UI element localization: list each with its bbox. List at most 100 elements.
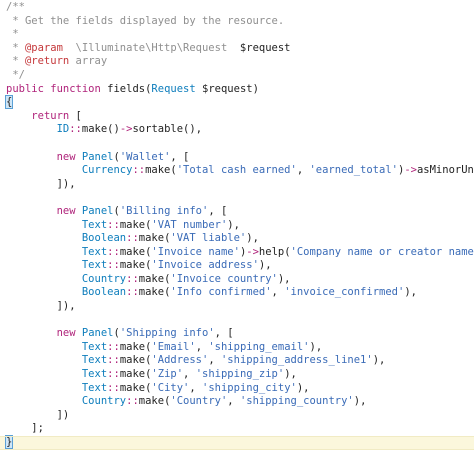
code-line[interactable]: ]; — [0, 422, 474, 436]
code-line[interactable]: ​ — [0, 314, 474, 328]
code-line[interactable]: ​ — [0, 191, 474, 205]
code-token-class: Currency — [81, 164, 133, 177]
code-token-text: ) — [397, 164, 405, 177]
code-line[interactable]: { — [0, 95, 474, 110]
code-line[interactable]: ID::make()->sortable(), — [0, 123, 474, 137]
code-line[interactable]: Text::make('VAT number'), — [0, 219, 474, 233]
code-token-keyword: :: — [126, 232, 139, 245]
code-token-text: ]; — [6, 422, 44, 435]
code-token-tag: @param — [24, 41, 63, 54]
code-token-keyword: :: — [126, 395, 139, 408]
code-token-class: ID — [56, 123, 70, 136]
code-line[interactable]: ]) — [0, 409, 474, 423]
code-line[interactable]: * @return array — [0, 55, 474, 69]
code-token-tag: @return — [24, 55, 70, 68]
code-token-class: Country — [81, 272, 127, 285]
code-token-class: Text — [81, 381, 108, 394]
code-line-current[interactable]: } — [0, 435, 474, 450]
code-token-comment: * — [6, 55, 25, 68]
code-token-text: fields( — [107, 82, 152, 95]
code-line[interactable]: Text::make('Address', 'shipping_address_… — [0, 354, 474, 368]
code-token-text: make( — [138, 395, 171, 408]
code-line[interactable]: * @param \Illuminate\Http\Request $reque… — [0, 42, 474, 56]
code-token-keyword: :: — [107, 259, 120, 272]
code-line[interactable]: */ — [0, 69, 474, 83]
code-line[interactable]: Country::make('Invoice country'), — [0, 273, 474, 287]
code-token-text — [6, 205, 57, 217]
code-token-text: make( — [119, 259, 152, 272]
code-token-text: ), — [296, 381, 310, 394]
code-line[interactable]: new Panel('Wallet', [ — [0, 151, 474, 165]
code-line[interactable]: Text::make('City', 'shipping_city'), — [0, 382, 474, 396]
code-token-text — [6, 286, 82, 298]
code-line[interactable]: Text::make('Invoice name')->help('Compan… — [0, 246, 474, 260]
code-token-string: 'Total cash earned' — [176, 164, 297, 177]
code-line[interactable]: ​ — [0, 137, 474, 151]
code-token-keyword: -> — [119, 123, 133, 136]
code-token-keyword: :: — [132, 164, 146, 177]
code-token-text: help( — [258, 245, 291, 258]
matched-brace: } — [4, 435, 14, 449]
code-line[interactable]: * Get the fields displayed by the resour… — [0, 15, 474, 29]
code-token-comment: /** — [6, 1, 25, 13]
code-token-string: 'earned_total' — [309, 164, 398, 177]
code-token-keyword: return — [31, 109, 70, 122]
code-token-class: Panel — [81, 327, 114, 340]
code-line[interactable]: Boolean::make('Info confirmed', 'invoice… — [0, 286, 474, 300]
code-token-comment: array — [69, 55, 108, 68]
code-line[interactable]: /** — [0, 1, 474, 15]
code-token-comment: \Illuminate\Http\Request — [62, 41, 240, 54]
code-line[interactable]: Text::make('Invoice address'), — [0, 259, 474, 273]
code-line[interactable]: return [ — [0, 110, 474, 124]
code-token-keyword: public function — [6, 82, 108, 95]
code-line[interactable]: new Panel('Billing info', [ — [0, 205, 474, 219]
code-token-keyword: :: — [107, 381, 120, 394]
code-token-class: Text — [81, 245, 108, 258]
code-line[interactable]: * — [0, 28, 474, 42]
code-line[interactable]: ]), — [0, 300, 474, 314]
code-token-text — [6, 123, 57, 135]
code-token-keyword: :: — [69, 123, 82, 136]
code-token-text: , [ — [170, 150, 190, 163]
code-token-text: ), — [277, 272, 291, 285]
code-token-text: ), — [284, 368, 297, 381]
code-token-text: ), — [404, 286, 417, 299]
code-token-text: ]), — [6, 300, 76, 313]
code-token-text: ), — [246, 232, 259, 245]
code-token-text: , [ — [208, 204, 228, 217]
code-token-text: make( — [119, 245, 152, 258]
code-token-string: 'Zip' — [151, 368, 184, 381]
code-line[interactable]: new Panel('Shipping info', [ — [0, 327, 474, 341]
code-token-text: , — [195, 340, 209, 353]
code-token-string: 'City' — [151, 381, 190, 394]
code-token-class: Panel — [81, 150, 114, 163]
code-token-keyword: new — [56, 327, 82, 340]
code-token-text: make( — [138, 286, 171, 299]
code-token-text — [6, 232, 82, 244]
code-token-text: ), — [309, 340, 323, 353]
code-token-class: Boolean — [81, 286, 127, 299]
code-token-text: make() — [81, 123, 120, 136]
code-line[interactable]: Currency::make('Total cash earned', 'ear… — [0, 164, 474, 178]
code-line[interactable]: Text::make('Email', 'shipping_email'), — [0, 341, 474, 355]
code-token-string: 'Invoice country' — [170, 272, 278, 285]
code-line[interactable]: ]), — [0, 178, 474, 192]
code-token-text — [6, 110, 31, 122]
code-token-class: Text — [81, 368, 108, 381]
code-token-text: ]), — [6, 177, 76, 190]
code-line[interactable]: Boolean::make('VAT liable'), — [0, 232, 474, 246]
code-token-text — [6, 246, 82, 258]
code-token-text: , — [208, 354, 221, 367]
code-line[interactable]: Text::make('Zip', 'shipping_zip'), — [0, 368, 474, 382]
code-token-text: ), — [353, 395, 367, 408]
code-token-string: 'shipping_city' — [202, 381, 297, 394]
code-token-string: 'Company name or creator name.' — [290, 245, 474, 258]
code-token-text — [6, 273, 82, 285]
code-token-text: $request) — [195, 82, 259, 95]
code-token-text — [6, 151, 57, 163]
code-line[interactable]: public function fields(Request $request) — [0, 83, 474, 97]
code-token-keyword: new — [56, 204, 82, 217]
code-line[interactable]: Country::make('Country', 'shipping_count… — [0, 395, 474, 409]
